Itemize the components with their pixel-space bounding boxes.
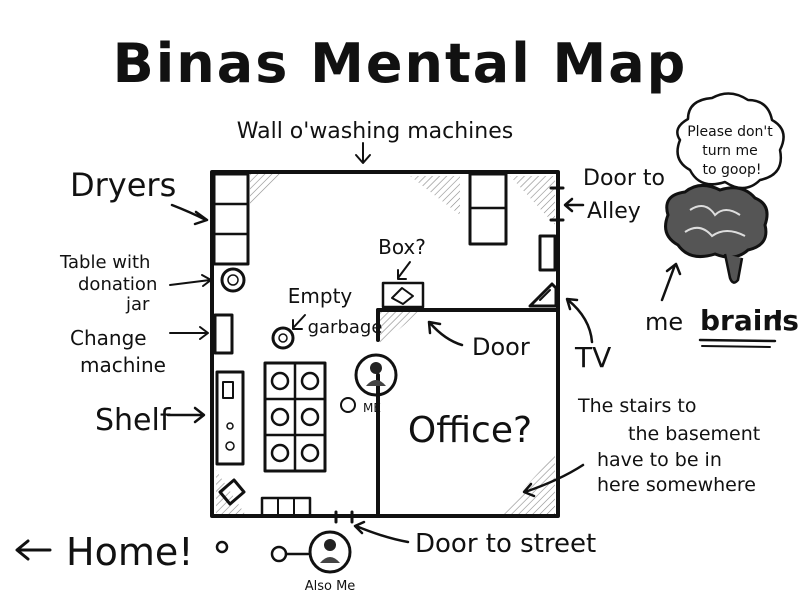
label-brains: brains: [700, 304, 799, 337]
label-empty: Empty: [288, 284, 353, 308]
speech-line2: turn me: [702, 143, 757, 159]
label-stairs-line4: here somewhere: [597, 474, 756, 496]
label-stairs-line1: The stairs to: [577, 395, 696, 417]
donation-jar-icon: [220, 267, 246, 293]
shading-top-right: [510, 176, 555, 225]
arrow-garbage-icon: [292, 314, 306, 330]
arrow-shelf-icon: [166, 406, 206, 424]
arrow-brains-icon: [660, 262, 682, 302]
label-stairs-line2: the basement: [628, 423, 760, 445]
label-garbage: garbage: [308, 317, 383, 338]
label-door-to-street: Door to street: [415, 529, 596, 559]
arrow-box-icon: [397, 261, 411, 280]
label-table-line1: Table with: [59, 252, 150, 273]
garbage-can-icon: [271, 326, 295, 350]
me-avatar: [354, 353, 398, 397]
label-me: ME: [363, 401, 381, 415]
arrow-dryers-icon: [170, 203, 209, 226]
also-me-marker: [270, 545, 288, 563]
label-also-me: Also Me: [305, 579, 356, 594]
shelf-unit: [215, 370, 245, 466]
arrow-table-icon: [169, 274, 212, 287]
label-table-line3: jar: [125, 294, 150, 315]
building-outline: [210, 170, 560, 518]
label-tv: TV: [574, 341, 611, 374]
label-office: Office?: [408, 410, 532, 451]
label-stairs-line3: have to be in: [597, 449, 722, 471]
arrow-street-icon: [353, 520, 410, 544]
arrow-stairs-icon: [522, 463, 585, 498]
label-wall-washing-machines: Wall o'washing machines: [237, 119, 513, 144]
label-door-to: Door to: [583, 166, 665, 191]
label-shelf: Shelf: [95, 403, 172, 438]
arrow-door-icon: [427, 320, 464, 347]
brains-underline: [698, 338, 777, 343]
shading-top-mid: [410, 176, 460, 215]
arrow-home-icon: [15, 539, 52, 561]
arrow-tv-icon: [565, 297, 594, 344]
arrow-change-icon: [169, 326, 209, 340]
label-brains-exclaim: !: [772, 304, 785, 337]
label-table-line2: donation: [78, 274, 157, 295]
shading-bottom-left: [216, 470, 245, 514]
label-alley: Alley: [587, 199, 641, 224]
tv-icon: [528, 282, 558, 308]
change-machine: [213, 313, 234, 355]
shading-office-bottom: [500, 455, 555, 514]
speech-line1: Please don't: [687, 124, 773, 140]
label-machine: machine: [80, 353, 166, 377]
brain-icon: [664, 184, 769, 284]
outside-marker: [215, 540, 229, 554]
label-dryers: Dryers: [70, 166, 176, 204]
label-me-prefix: me: [645, 308, 683, 336]
label-change: Change: [70, 326, 147, 350]
speech-bubble: [676, 92, 785, 190]
map-title: Binas Mental Map: [113, 32, 688, 95]
arrow-alley-icon: [563, 197, 585, 213]
me-marker: [340, 397, 356, 413]
dryers-unit: [212, 172, 250, 266]
speech-line3: to goop!: [702, 162, 761, 178]
shading-office-corner: [380, 312, 420, 345]
label-home: Home!: [66, 530, 193, 574]
bench: [260, 496, 312, 518]
box-icon: [381, 281, 425, 309]
arrow-wall-icon: [355, 142, 371, 164]
alley-door-frame: [538, 234, 557, 272]
chair-icon: [218, 478, 246, 506]
label-door: Door: [472, 333, 530, 361]
also-me-avatar: [308, 530, 352, 574]
shading-top-left: [250, 174, 285, 205]
label-box: Box?: [378, 235, 426, 259]
